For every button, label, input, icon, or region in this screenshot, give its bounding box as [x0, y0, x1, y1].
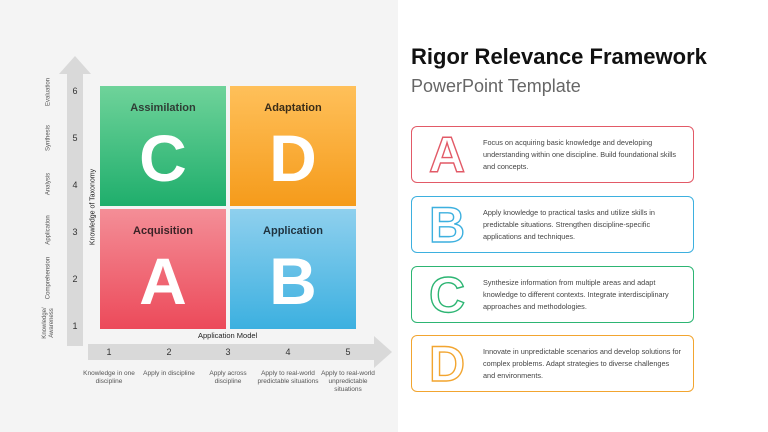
- card-acquisition: A Focus on acquiring basic knowledge and…: [411, 126, 694, 183]
- x-tick-3: 3: [225, 347, 231, 357]
- x-level-4: Apply to real-world predictable situatio…: [257, 370, 319, 385]
- y-tick-4: 4: [72, 180, 78, 190]
- page-subtitle: PowerPoint Template: [411, 76, 581, 96]
- y-axis-arrow: [59, 56, 91, 346]
- y-tick-2: 2: [72, 274, 78, 284]
- quadrant-letter: B: [269, 244, 317, 318]
- x-tick-4: 4: [285, 347, 291, 357]
- x-tick-1: 1: [106, 347, 112, 357]
- quadrant-acquisition: Acquisition A: [100, 209, 226, 329]
- y-tick-1: 1: [72, 321, 78, 331]
- quadrant-letter: A: [139, 244, 187, 318]
- x-level-1: Knowledge in one discipline: [83, 370, 135, 385]
- y-axis-title: Knowledge of Taxonomy: [89, 168, 97, 246]
- page-title: Rigor Relevance Framework: [411, 44, 707, 69]
- quadrant-name: Application: [263, 225, 323, 237]
- quadrant-adaptation: Adaptation D: [230, 86, 356, 206]
- quadrant-name: Adaptation: [264, 102, 322, 114]
- card-description: Apply knowledge to practical tasks and u…: [483, 208, 655, 241]
- x-axis-arrow: [88, 336, 392, 368]
- quadrant-name: Acquisition: [133, 225, 193, 237]
- quadrant-application: Application B: [230, 209, 356, 329]
- y-level-knowledge: Knowledge/ Awareness: [42, 307, 55, 339]
- card-letter: A: [428, 127, 466, 183]
- x-level-3: Apply across discipline: [209, 370, 247, 385]
- y-tick-5: 5: [72, 133, 78, 143]
- card-assimilation: C Synthesize information from multiple a…: [411, 266, 694, 323]
- x-level-5: Apply to real-world unpredictable situat…: [321, 370, 375, 393]
- quadrant-letter: C: [139, 121, 187, 195]
- y-tick-6: 6: [72, 86, 78, 96]
- y-tick-3: 3: [72, 227, 78, 237]
- x-tick-2: 2: [166, 347, 172, 357]
- card-adaptation: D Innovate in unpredictable scenarios an…: [411, 335, 694, 392]
- card-application: B Apply knowledge to practical tasks and…: [411, 196, 694, 253]
- x-level-2: Apply in discipline: [143, 370, 195, 377]
- x-tick-5: 5: [345, 347, 351, 357]
- quadrant-assimilation: Assimilation C: [100, 86, 226, 206]
- x-axis-title: Application Model: [198, 331, 258, 340]
- card-letter: B: [428, 197, 466, 253]
- quadrant-letter: D: [269, 121, 317, 195]
- quadrant-name: Assimilation: [130, 102, 196, 114]
- card-description: Synthesize information from multiple are…: [483, 278, 669, 311]
- card-letter: C: [428, 267, 466, 323]
- card-letter: D: [428, 336, 466, 392]
- card-description: Innovate in unpredictable scenarios and …: [483, 347, 681, 380]
- card-description: Focus on acquiring basic knowledge and d…: [483, 138, 677, 171]
